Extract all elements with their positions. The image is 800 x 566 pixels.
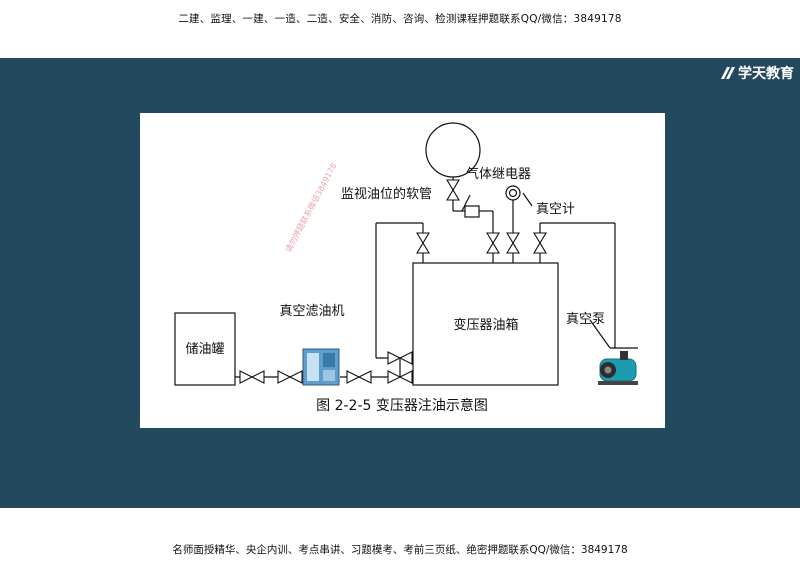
brand-name: 学天教育 bbox=[738, 66, 794, 82]
brand-mark-icon bbox=[721, 67, 735, 79]
valve-3 bbox=[346, 370, 372, 384]
vacuum-gauge-label: 真空计 bbox=[536, 202, 575, 217]
transformer-oil-filling-diagram: 储油罐 真空滤油机 变压器油箱 监视油位的软管 气体继电器 真空计 真空泵 图 … bbox=[174, 122, 638, 414]
vacuum-filter-machine-icon bbox=[302, 348, 340, 386]
valve-10 bbox=[533, 232, 547, 254]
figure-caption: 图 2-2-5 变压器注油示意图 bbox=[316, 397, 488, 414]
diagram-figure: 储油罐 真空滤油机 变压器油箱 监视油位的软管 气体继电器 真空计 真空泵 图 … bbox=[140, 113, 665, 428]
gas-relay-label: 气体继电器 bbox=[466, 166, 531, 182]
bottom-banner: 名师面授精华、央企内训、考点串讲、习题模考、考前三页纸、绝密押题联系QQ/微信：… bbox=[0, 508, 800, 566]
valve-5 bbox=[387, 351, 413, 365]
vacuum-pump-icon bbox=[598, 351, 638, 385]
storage-tank-label: 储油罐 bbox=[185, 342, 224, 357]
bottom-banner-text: 名师面授精华、央企内训、考点串讲、习题模考、考前三页纸、绝密押题联系QQ/微信：… bbox=[172, 544, 628, 556]
top-banner: 二建、监理、一建、一造、二造、安全、消防、咨询、检测课程押题联系QQ/微信：38… bbox=[0, 0, 800, 58]
slide-area: 学天教育 bbox=[0, 58, 800, 508]
storage-tank-box bbox=[174, 312, 236, 386]
vacuum-filter-label: 真空滤油机 bbox=[279, 304, 344, 319]
top-banner-text: 二建、监理、一建、一造、二造、安全、消防、咨询、检测课程押题联系QQ/微信：38… bbox=[178, 13, 622, 25]
transformer-tank-box bbox=[412, 262, 559, 386]
transformer-tank-label: 变压器油箱 bbox=[453, 317, 518, 333]
brand-logo: 学天教育 bbox=[719, 63, 794, 83]
valve-9 bbox=[506, 232, 520, 254]
watermark-text: 请勿押题联系微信3849178 bbox=[283, 161, 339, 254]
valve-6 bbox=[416, 232, 430, 254]
hose-label: 监视油位的软管 bbox=[341, 186, 432, 202]
valve-4 bbox=[387, 370, 413, 384]
valve-8 bbox=[486, 232, 500, 254]
valve-1 bbox=[239, 370, 265, 384]
valve-7 bbox=[446, 179, 460, 201]
valve-2 bbox=[277, 370, 303, 384]
gas-relay-box bbox=[464, 205, 480, 218]
vacuum-pump-label: 真空泵 bbox=[566, 312, 605, 327]
